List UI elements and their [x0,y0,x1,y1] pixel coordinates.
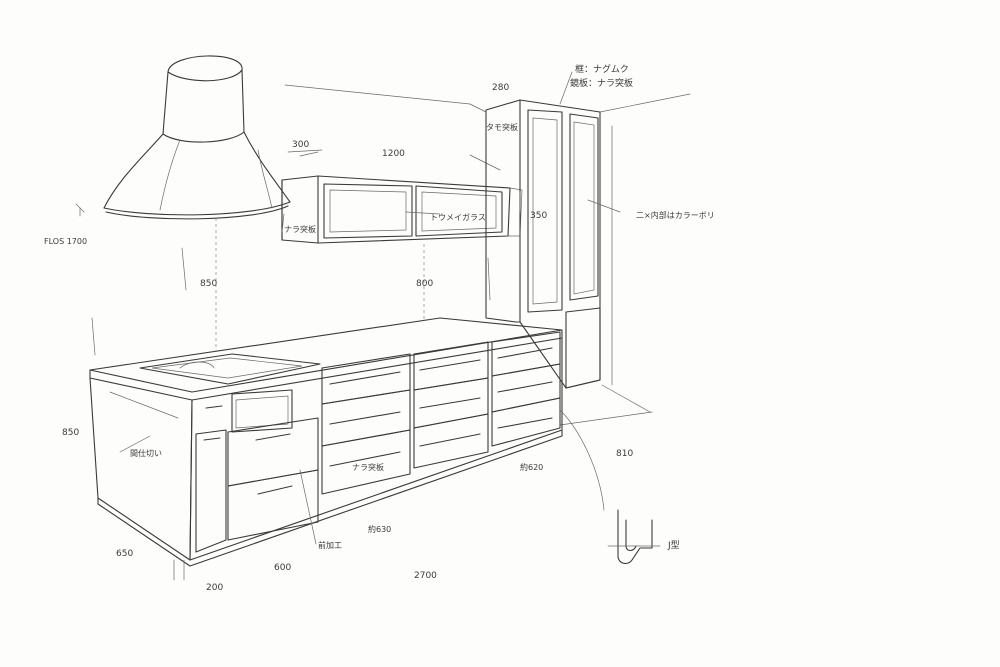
label-dim-630: 約630 [368,524,391,534]
label-dim-620: 約620 [520,462,543,472]
label-tall-cabinet-face: タモ突板 [486,122,518,132]
range-hood [103,55,291,220]
label-hood-height: FLOS 1700 [44,237,87,246]
label-cabinet-depth: 280 [492,83,509,93]
label-upper-offset: 300 [292,140,309,150]
label-counter-height: 850 [62,428,79,438]
j-handle-detail [559,409,661,565]
label-handle-note: 前加工 [318,540,342,550]
dimension-lines [75,71,621,581]
label-hood-gap: 850 [200,279,217,289]
room-walls [91,84,691,426]
label-island-depth: 650 [116,549,133,559]
label-upper-glass: トウメイガラス [430,212,486,222]
label-dim-200: 200 [206,583,223,593]
label-upper-height: 350 [530,211,547,221]
label-upper-material: ナラ突板 [284,224,316,234]
label-dim-810: 810 [616,449,633,459]
label-total-width: 2700 [414,571,437,581]
label-side-panel: 間仕切い [130,448,162,458]
annotation-labels: 框：ナグムク 鏡板：ナラ突板 280 タモ突板 二×内部はカラーボリ FLOS … [44,63,715,593]
label-frame-material: 框：ナグムク [575,63,629,75]
label-dim-600: 600 [274,563,291,573]
label-door-material: 鏡板：ナラ突板 [570,77,633,89]
label-handle-type: J型 [667,540,680,551]
label-front-material: ナラ突板 [352,462,384,472]
island-base-cabinet [89,317,563,567]
label-interior: 二×内部はカラーボリ [636,210,715,220]
tall-cabinet [485,99,601,389]
label-upper-width: 1200 [382,149,405,159]
label-upper-gap: 800 [416,279,433,289]
